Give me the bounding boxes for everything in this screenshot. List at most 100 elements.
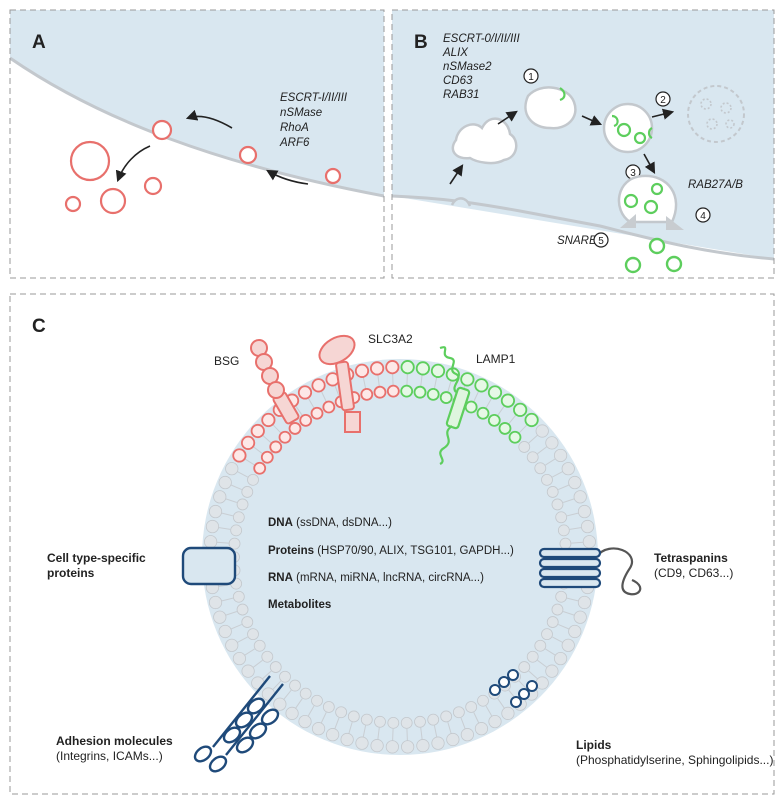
lipid-tail [334, 717, 340, 730]
intraluminal-vesicle [616, 122, 632, 138]
lipid-tail [230, 484, 242, 491]
lipid-head [278, 430, 292, 444]
panel-a-cytoplasm [10, 10, 384, 196]
lipid-head [551, 498, 564, 511]
lipid-head [580, 519, 595, 534]
lipid-head [546, 486, 559, 498]
lipid-head [487, 385, 503, 400]
early-endosome [451, 117, 518, 165]
adhesion-sub: (Integrins, ICAMs...) [56, 749, 163, 763]
lipid-head [373, 385, 387, 399]
lipid-head [322, 400, 336, 414]
microvesicle [69, 140, 111, 182]
lipid-head [526, 650, 539, 663]
lipid-head [236, 498, 249, 511]
lipid-head [260, 450, 274, 464]
lipid-head [415, 361, 431, 376]
panel-a-factor: RhoA [280, 122, 309, 134]
lipid-head [232, 651, 247, 666]
panel-a-plasma-membrane [10, 56, 384, 198]
lipid-head [545, 436, 559, 450]
lipid-tail [377, 374, 380, 387]
exosome-lumen [202, 359, 598, 755]
lipid-head [518, 661, 531, 673]
panel-c: C BSG SLC3A2 LAMP1 Cell type-specific [9, 293, 775, 795]
lipid-tail [518, 423, 528, 434]
arrow-icon [497, 110, 518, 125]
step-number: 4 [700, 211, 706, 222]
lipid-head [385, 740, 399, 754]
lipid-head [474, 378, 489, 393]
lipid-tail [497, 405, 505, 416]
lipid-head [273, 697, 287, 711]
lipid-tail [571, 541, 584, 544]
panel-a-factor: nSMase [280, 107, 322, 119]
cargo-metabolites: Metabolites [268, 599, 331, 611]
tetraspanin-protein [538, 547, 642, 596]
microvesicle [64, 195, 82, 213]
lipid-head [426, 387, 440, 401]
lipid-head [310, 406, 324, 420]
bsg-label: BSG [214, 354, 239, 368]
lipid-head [230, 524, 243, 537]
lipid-head [311, 694, 323, 707]
step-number: 5 [598, 236, 604, 247]
panel-b-factor: ALIX [442, 47, 469, 59]
lipid-tail [252, 446, 263, 455]
arrow-icon [581, 115, 603, 126]
lipid-head [241, 616, 254, 628]
lipid-head [311, 722, 326, 736]
intraluminal-vesicle [643, 199, 659, 215]
lipid-head [400, 360, 415, 375]
lipid-head [431, 736, 445, 750]
lipid-head [546, 616, 559, 628]
lipid-head [299, 413, 313, 427]
lipid-head [236, 603, 249, 616]
lipid-head [557, 524, 570, 537]
lipid-tail [528, 670, 539, 680]
lipid-head [465, 701, 478, 713]
budding-vesicle [238, 145, 258, 165]
lipid-head [261, 412, 276, 428]
budding-vesicle [324, 167, 342, 185]
budding-vesicle [151, 119, 173, 141]
lipid-head [427, 713, 440, 726]
lipid-head [253, 639, 266, 652]
lipid-tail [518, 680, 528, 691]
lipid-head [253, 461, 267, 475]
lipid-head [559, 537, 572, 550]
lipid-head [335, 706, 348, 719]
arrow-icon [115, 145, 151, 183]
lipid-tail [566, 512, 579, 517]
lipid-head [269, 440, 283, 454]
lipid-tail [216, 541, 229, 544]
lipid-head [535, 424, 549, 438]
panel-a-border [9, 9, 385, 279]
lipid-head [430, 363, 446, 378]
lipid-tail [221, 512, 234, 517]
panel-b-cytoplasm [392, 10, 774, 259]
lipid-head [568, 475, 582, 490]
lipid-head [299, 687, 312, 700]
arrow-icon [266, 169, 309, 185]
lysosome-degradation [687, 85, 745, 143]
lipid-head [204, 535, 218, 549]
microvesicle [143, 176, 163, 196]
lipid-head [326, 728, 340, 742]
panel-b-factor: nSMase2 [443, 61, 492, 73]
lipids-sub: (Phosphatidylserine, Sphingolipids...) [576, 753, 773, 767]
panel-a-letter: A [32, 32, 46, 53]
lamp1-protein [439, 346, 471, 465]
lipid-tail [236, 636, 248, 643]
lipid-tail [433, 376, 438, 389]
lipid-tail [272, 423, 282, 434]
lipid-tail [552, 471, 564, 478]
lipid-head [228, 537, 241, 550]
lipid-head [322, 701, 335, 713]
lipid-head [500, 393, 516, 408]
lipid-tail [252, 659, 263, 668]
cell-type-label: Cell type-specific [47, 551, 146, 565]
lipid-tail [473, 712, 480, 724]
lipid-head [297, 385, 313, 400]
